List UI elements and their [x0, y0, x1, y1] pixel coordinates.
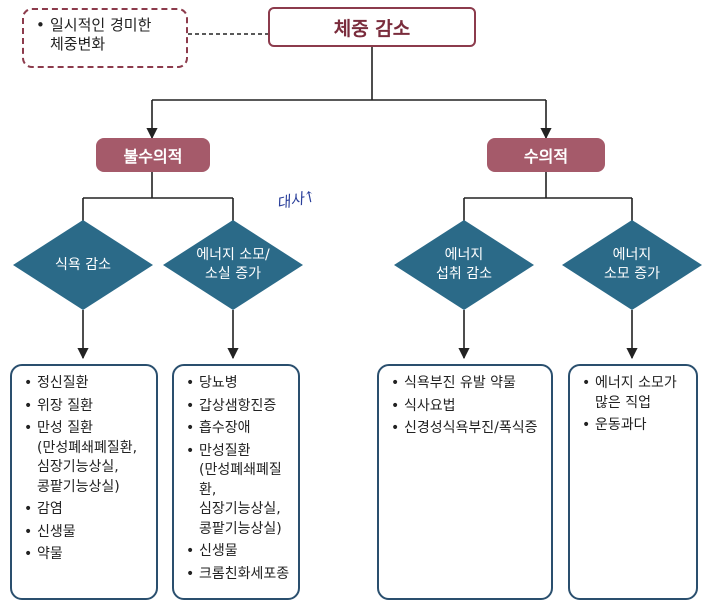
diamond-consumption-increase: 에너지 소모 증가: [562, 220, 702, 310]
bullet: •: [186, 420, 195, 436]
list-item-text: 위장 질환: [37, 397, 93, 414]
list-item-text: 식사요법: [404, 397, 456, 414]
list-appetite-loss: •정신질환 •위장 질환 • 만성 질환 (만성폐쇄폐질환, 심장기능상실, 콩…: [10, 364, 158, 600]
list-item: •신경성식욕부진/폭식증: [391, 419, 545, 439]
bullet: •: [24, 501, 33, 517]
list-item-text: 에너지 소모가: [595, 375, 677, 391]
diamond-appetite-loss: 식욕 감소: [13, 220, 153, 310]
list-item: •식욕부진 유발 약물: [391, 374, 545, 394]
list-item: •신생물: [186, 542, 292, 562]
category-involuntary-label: 불수의적: [123, 147, 183, 166]
diamond-appetite-loss-line-1: 식욕 감소: [55, 256, 111, 273]
list-energy-loss-increase: •당뇨병 •갑상샘항진증 •흡수장애 • 만성질환 (만성폐쇄폐질환, 심장기능…: [172, 364, 300, 600]
bullet: •: [186, 397, 195, 414]
diamond-shape: [394, 220, 534, 310]
bullet: •: [186, 375, 195, 391]
list-item: •약물: [24, 545, 150, 565]
bullet: •: [186, 543, 195, 559]
list-item-text: 흡수장애: [199, 420, 251, 436]
list-item: •당뇨병: [186, 374, 292, 394]
bullet: •: [391, 397, 400, 414]
list-item-text: (만성폐쇄폐질환,: [199, 462, 282, 498]
list-item-text: 심장기능상실,: [199, 501, 281, 517]
list-item: •크롬친화세포종: [186, 565, 292, 585]
list-item-text: 식욕부진 유발 약물: [404, 375, 516, 391]
note-line-2: 체중변화: [50, 35, 106, 53]
list-item: •갑상샘항진증: [186, 397, 292, 417]
bullet: •: [24, 523, 33, 540]
list-item-text: 당뇨병: [199, 375, 238, 391]
list-item: •정신질환: [24, 374, 150, 394]
list-item-text: 신생물: [37, 523, 76, 540]
list-item-text: 운동과다: [595, 417, 647, 433]
list-item-text: 감염: [37, 501, 63, 517]
list-item-text: 콩팥기능상실): [37, 478, 120, 495]
list-item: •식사요법: [391, 397, 545, 417]
note-box: • 일시적인 경미한 체중변화: [22, 8, 188, 68]
bullet: •: [24, 397, 33, 414]
list-item-text: 많은 직업: [595, 394, 651, 411]
list-item-text: 심장기능상실,: [37, 459, 119, 475]
category-involuntary: 불수의적: [96, 138, 210, 172]
list-item-text: 만성질환: [199, 442, 251, 459]
title-node: 체중 감소: [268, 7, 476, 47]
bullet: •: [186, 565, 195, 582]
list-consumption-increase: • 에너지 소모가 많은 직업 •운동과다: [568, 364, 698, 600]
title-text: 체중 감소: [333, 17, 411, 40]
list-item-text: (만성폐쇄폐질환,: [37, 439, 138, 456]
diamond-intake-line-1: 에너지: [444, 247, 484, 263]
diamond-energy-loss-line-1: 에너지 소모/: [196, 247, 270, 263]
list-item: • 만성 질환 (만성폐쇄폐질환, 심장기능상실, 콩팥기능상실): [24, 419, 150, 497]
list-item: •운동과다: [582, 416, 690, 436]
diamond-intake-decrease: 에너지 섭취 감소: [394, 220, 534, 310]
diamond-shape: [562, 220, 702, 310]
bullet: •: [24, 420, 33, 436]
list-item: • 에너지 소모가 많은 직업: [582, 374, 690, 413]
category-voluntary: 수의적: [487, 138, 605, 172]
bullet: •: [582, 375, 591, 391]
list-item-text: 신경성식욕부진/폭식증: [404, 420, 538, 436]
bullet: •: [186, 442, 195, 459]
diamond-consumption-line-2: 소모 증가: [604, 266, 660, 282]
list-item-text: 정신질환: [37, 375, 89, 391]
list-item-text: 갑상샘항진증: [199, 397, 277, 414]
list-item: • 만성질환 (만성폐쇄폐질환, 심장기능상실, 콩팥기능상실): [186, 442, 292, 540]
bullet: •: [24, 375, 33, 391]
list-item-text: 만성 질환: [37, 420, 93, 436]
list-item: •흡수장애: [186, 419, 292, 439]
list-item: •신생물: [24, 523, 150, 543]
diamond-shape: [13, 220, 153, 310]
list-item-text: 약물: [37, 546, 63, 562]
note-line-1: 일시적인 경미한: [50, 16, 152, 34]
list-item: •위장 질환: [24, 397, 150, 417]
bullet: •: [24, 546, 33, 562]
list-item: •감염: [24, 500, 150, 520]
bullet: •: [391, 375, 400, 391]
bullet: •: [391, 420, 400, 436]
diamond-shape: [163, 220, 303, 310]
list-intake-decrease: •식욕부진 유발 약물 •식사요법 •신경성식욕부진/폭식증: [377, 364, 553, 600]
list-item-text: 신생물: [199, 543, 238, 559]
category-voluntary-label: 수의적: [523, 147, 569, 166]
bullet: •: [36, 16, 45, 34]
diamond-consumption-line-1: 에너지: [612, 247, 652, 263]
diamond-energy-loss-increase: 에너지 소모/ 소실 증가: [163, 220, 303, 310]
diamond-energy-loss-line-2: 소실 증가: [205, 266, 261, 282]
diamond-intake-line-2: 섭취 감소: [436, 266, 492, 282]
bullet: •: [582, 417, 591, 433]
list-item-text: 크롬친화세포종: [199, 565, 290, 582]
list-item-text: 콩팥기능상실): [199, 520, 282, 537]
